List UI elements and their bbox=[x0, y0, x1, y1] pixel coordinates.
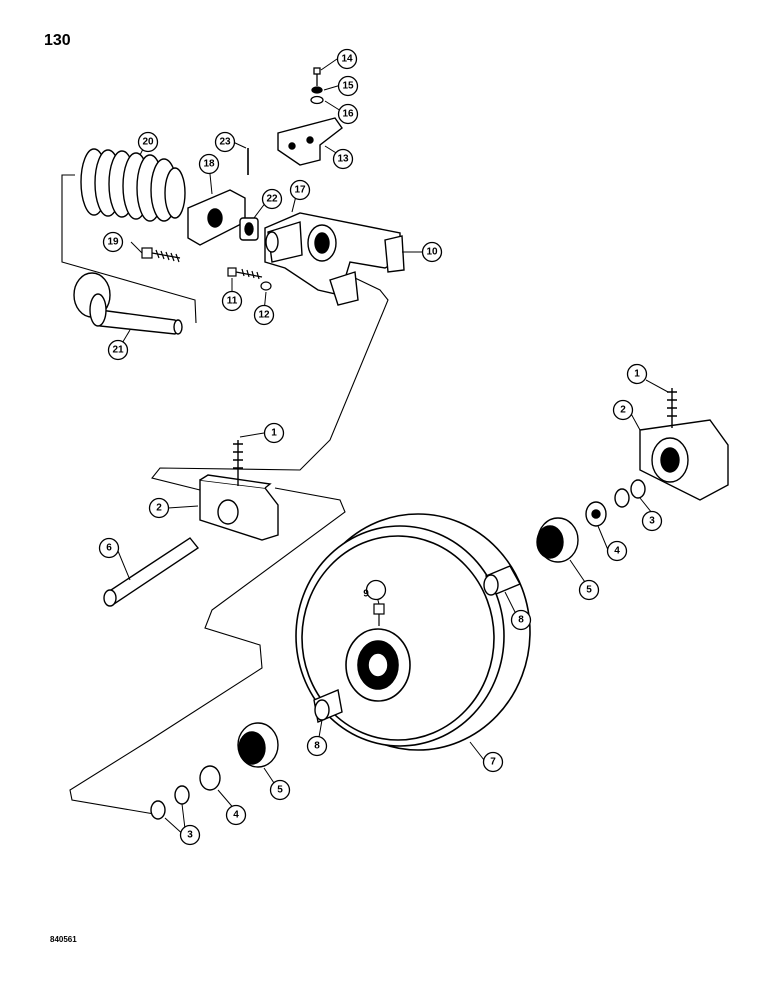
svg-text:7: 7 bbox=[490, 757, 496, 768]
svg-text:23: 23 bbox=[219, 137, 231, 148]
assembly-outline-lines bbox=[61, 174, 389, 816]
callout-8: 8 bbox=[306, 735, 328, 757]
spacer-plate bbox=[187, 189, 246, 246]
callout-10: 10 bbox=[421, 241, 443, 263]
tension-spring bbox=[80, 148, 186, 222]
callout-3: 3 bbox=[179, 824, 201, 846]
page-number: 130 bbox=[44, 32, 71, 49]
callout-18: 18 bbox=[198, 153, 220, 175]
callout-23: 23 bbox=[214, 131, 236, 153]
callout-5: 5 bbox=[578, 579, 600, 601]
callout-21: 21 bbox=[107, 339, 129, 361]
svg-text:1: 1 bbox=[271, 428, 277, 439]
svg-text:15: 15 bbox=[342, 81, 354, 92]
callout-16: 16 bbox=[337, 103, 359, 125]
callout-5: 5 bbox=[269, 779, 291, 801]
svg-text:11: 11 bbox=[227, 296, 238, 307]
svg-text:2: 2 bbox=[620, 405, 626, 416]
svg-text:10: 10 bbox=[426, 247, 438, 258]
front-idler-wheel bbox=[295, 513, 531, 751]
svg-text:5: 5 bbox=[586, 585, 592, 596]
svg-text:5: 5 bbox=[277, 785, 283, 796]
svg-text:14: 14 bbox=[341, 54, 353, 65]
svg-text:3: 3 bbox=[187, 830, 193, 841]
callout-14: 14 bbox=[336, 48, 358, 70]
left-side-seals bbox=[150, 689, 343, 820]
callout-6: 6 bbox=[98, 537, 120, 559]
callout-11: 11 bbox=[221, 290, 243, 312]
nut-22 bbox=[239, 217, 259, 241]
callout-22: 22 bbox=[261, 188, 283, 210]
callout-15: 15 bbox=[337, 75, 359, 97]
svg-text:9: 9 bbox=[363, 589, 369, 600]
right-bearing-block bbox=[639, 388, 729, 501]
svg-text:1: 1 bbox=[634, 369, 640, 380]
callout-2: 2 bbox=[612, 399, 634, 421]
svg-text:6: 6 bbox=[106, 543, 112, 554]
callouts: 1 1 2 2 3 3 4 4 5 5 6 7 8 8 9 10 11 12 1… bbox=[98, 48, 663, 846]
callout-20: 20 bbox=[137, 131, 159, 153]
svg-text:20: 20 bbox=[142, 137, 154, 148]
callout-1: 1 bbox=[626, 363, 648, 385]
svg-text:8: 8 bbox=[314, 741, 320, 752]
callout-7: 7 bbox=[482, 751, 504, 773]
svg-text:16: 16 bbox=[342, 109, 354, 120]
callout-2: 2 bbox=[148, 497, 170, 519]
svg-text:13: 13 bbox=[337, 154, 349, 165]
idler-yoke-bracket bbox=[264, 212, 405, 306]
svg-text:4: 4 bbox=[233, 810, 239, 821]
svg-text:3: 3 bbox=[649, 516, 655, 527]
cover-plate bbox=[277, 117, 343, 166]
left-bearing-block bbox=[199, 440, 279, 541]
svg-text:18: 18 bbox=[203, 159, 215, 170]
right-side-seals bbox=[483, 479, 646, 596]
svg-text:2: 2 bbox=[156, 503, 162, 514]
callout-9: 9 bbox=[363, 579, 387, 601]
callout-13: 13 bbox=[332, 148, 354, 170]
callout-19: 19 bbox=[102, 231, 124, 253]
idler-shaft bbox=[103, 537, 200, 607]
callout-1: 1 bbox=[263, 422, 285, 444]
svg-text:8: 8 bbox=[518, 615, 524, 626]
svg-text:21: 21 bbox=[112, 345, 124, 356]
callout-4: 4 bbox=[606, 540, 628, 562]
svg-text:19: 19 bbox=[107, 237, 119, 248]
bolt-11-and-nut-12 bbox=[227, 267, 272, 291]
svg-text:4: 4 bbox=[614, 546, 620, 557]
svg-text:17: 17 bbox=[294, 185, 306, 196]
svg-text:12: 12 bbox=[258, 310, 270, 321]
recoil-piston bbox=[73, 272, 183, 335]
figure-code: 840561 bbox=[50, 935, 77, 944]
callout-4: 4 bbox=[225, 804, 247, 826]
callout-3: 3 bbox=[641, 510, 663, 532]
bolt-19 bbox=[141, 247, 181, 263]
screw-and-washers bbox=[310, 67, 324, 105]
callout-12: 12 bbox=[253, 304, 275, 326]
svg-text:22: 22 bbox=[266, 194, 278, 205]
callout-8: 8 bbox=[510, 609, 532, 631]
callout-17: 17 bbox=[289, 179, 311, 201]
